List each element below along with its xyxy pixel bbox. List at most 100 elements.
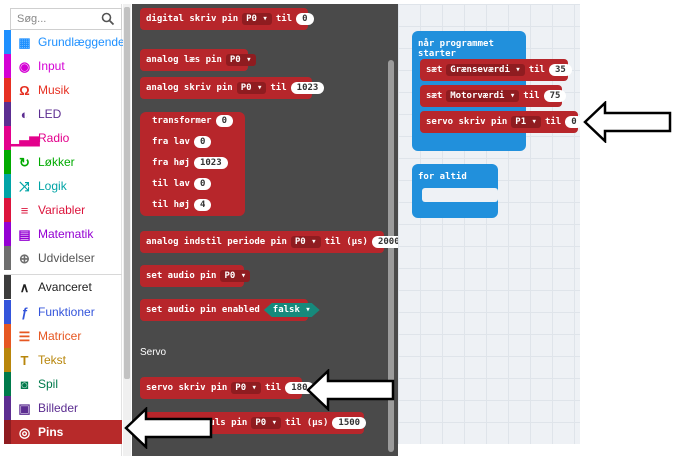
forever-block[interactable]: for altid [412,164,498,218]
grid-icon: ▦ [18,34,31,50]
text-icon: T [20,353,29,368]
category-udvidelser[interactable]: ⊕ Udvidelser [4,246,122,270]
block-text: til høj [152,200,190,210]
value-input[interactable]: 35 [548,64,572,76]
block-text: fra høj [152,158,190,168]
category-color-strip [4,198,11,222]
category-color-strip [4,102,11,126]
block-text: sæt [426,91,443,101]
block-text: analog skriv pin [146,83,233,93]
pin-dropdown[interactable]: P0 ▾ [236,82,267,94]
set-threshold-block[interactable]: sæt Grænseværdi ▾ til 35 [420,59,572,81]
category-spil[interactable]: ◙ Spil [4,372,122,396]
pin-dropdown[interactable]: P0 ▾ [251,417,282,429]
category-musik[interactable]: Ω Musik [4,78,122,102]
plus-icon: ⊕ [19,250,30,266]
signal-bars-icon: ▁▃▅ [9,130,40,146]
category-color-strip [4,396,11,420]
value-input[interactable]: 1023 [290,82,325,94]
category-label: Radio [38,131,70,145]
set-motor-block[interactable]: sæt Motorværdi ▾ til 75 [420,85,567,107]
variable-dropdown[interactable]: Grænseværdi ▾ [446,64,525,76]
value-input[interactable]: 0 [193,178,212,190]
shuffle-icon: ⤨ [19,178,30,194]
toggle-icon: ◐ [20,107,29,122]
block-text: set audio pin enabled [146,305,260,315]
set-audio-pin-block[interactable]: set audio pin P0 ▾ [140,265,251,287]
value-input[interactable]: 0 [215,115,234,127]
category-label: Spil [38,377,59,391]
category-color-strip [4,54,11,78]
value-input[interactable]: 0 [296,13,314,25]
category-label: Funktioner [38,305,95,319]
value-input[interactable]: 75 [543,90,567,102]
category-matematik[interactable]: ▤ Matematik [4,222,122,246]
block-text: til [270,83,287,93]
digital-write-block[interactable]: digital skriv pin P0 ▾ til 0 [140,8,314,30]
category-label: Billeder [38,401,79,415]
array-icon: ☰ [18,328,31,344]
category-grundlaeggende[interactable]: ▦ Grundlæggende [4,30,125,54]
category-variabler[interactable]: ≡ Variabler [4,198,122,222]
value-input[interactable]: 0 [193,136,212,148]
category-avanceret[interactable]: ∧ Avanceret [4,274,122,299]
category-input[interactable]: ◉ Input [4,54,122,78]
set-audio-pin-enabled-block[interactable]: set audio pin enabled falsk ▾ [140,299,308,321]
analog-read-block[interactable]: analog læs pin P0 ▾ [140,49,256,71]
value-input[interactable]: 1500 [332,417,367,429]
category-billeder[interactable]: ▣ Billeder [4,396,122,420]
category-label: Tekst [38,353,67,367]
value-input[interactable]: 1023 [193,157,228,169]
sidebar-scrollbar-thumb[interactable] [124,7,130,379]
category-label: Matricer [38,329,82,343]
category-logik[interactable]: ⤨ Logik [4,174,122,198]
category-label: Udvidelser [38,251,95,265]
category-pins[interactable]: ◎ Pins [4,420,122,444]
category-funktioner[interactable]: ƒ Funktioner [4,300,122,324]
value-input[interactable]: 0 [565,116,583,128]
category-color-strip [4,174,11,198]
search-placeholder: Søg... [17,13,47,25]
sidebar-scrollbar[interactable] [123,4,131,456]
analog-period-block[interactable]: analog indstil periode pin P0 ▾ til (µs)… [140,231,412,253]
category-color-strip [4,372,11,396]
variable-dropdown[interactable]: Motorværdi ▾ [446,90,520,102]
servo-write-block[interactable]: servo skriv pin P0 ▾ til 180 [140,377,314,399]
pin-dropdown[interactable]: P1 ▾ [511,116,541,128]
headphones-icon: Ω [19,83,30,98]
block-text: til [264,383,282,393]
pin-dropdown[interactable]: P0 ▾ [242,13,272,25]
category-loekker[interactable]: ↻ Løkker [4,150,122,174]
block-text: til [523,91,540,101]
category-color-strip [4,150,11,174]
pin-dropdown[interactable]: P0 ▾ [231,382,261,394]
block-text: servo skriv pin [426,117,508,127]
category-label: Logik [38,179,67,193]
boolean-dropdown[interactable]: falsk ▾ [264,303,320,317]
pin-dropdown[interactable]: P0 ▾ [220,270,251,282]
category-led[interactable]: ◐ LED [4,102,122,126]
block-text: til [275,14,293,24]
search-input[interactable]: Søg... [10,8,122,30]
block-text: digital skriv pin [146,14,239,24]
search-icon[interactable] [101,12,115,26]
block-text: for altid [418,172,467,182]
analog-write-block[interactable]: analog skriv pin P0 ▾ til 1023 [140,77,325,99]
gamepad-icon: ◙ [20,377,29,392]
loop-icon: ↻ [19,154,30,170]
flyout-scrollbar[interactable] [388,60,394,452]
value-input[interactable]: 4 [193,199,212,211]
category-tekst[interactable]: T Tekst [4,348,122,372]
input-circle-icon: ◉ [18,58,31,74]
block-text: til [528,65,545,75]
category-color-strip [4,30,11,54]
pin-dropdown[interactable]: P0 ▾ [225,54,256,66]
value-input[interactable]: 180 [285,382,314,394]
pin-dropdown[interactable]: P0 ▾ [290,236,321,248]
category-radio[interactable]: ▁▃▅ Radio [4,126,122,150]
category-matricer[interactable]: ☰ Matricer [4,324,122,348]
arrow-left-icon [124,407,213,449]
category-color-strip [4,275,11,299]
workspace-servo-write-block[interactable]: servo skriv pin P1 ▾ til 0 [420,111,583,133]
